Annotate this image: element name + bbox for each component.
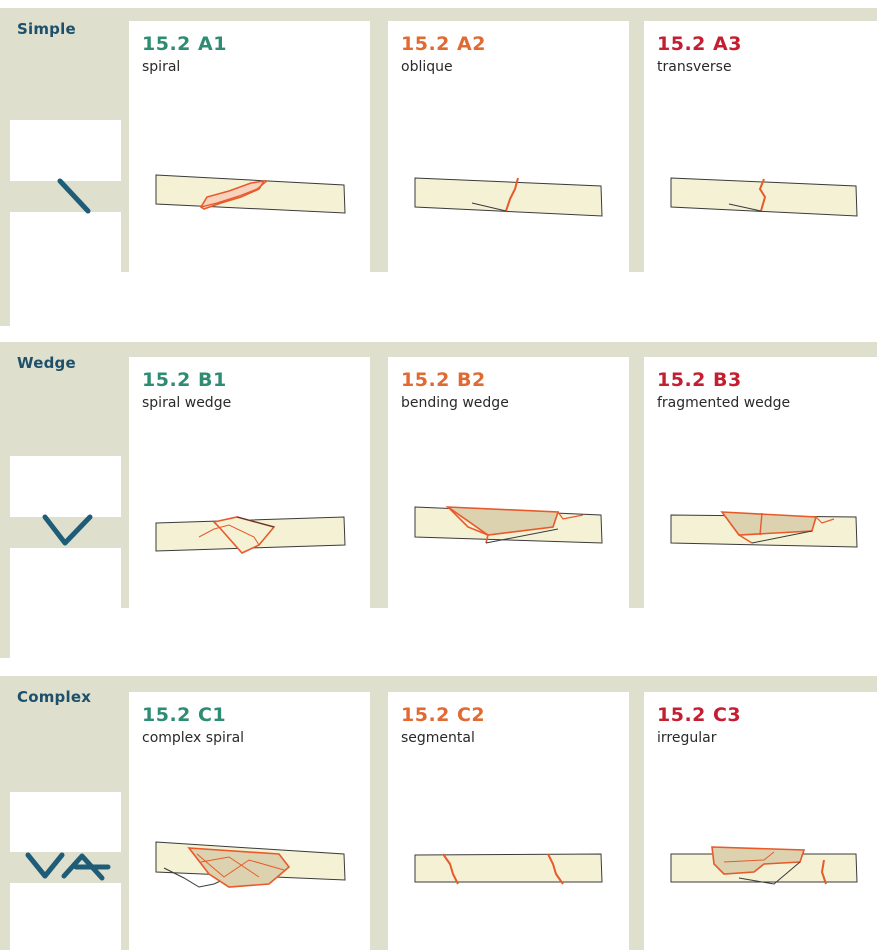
card-label: spiral wedge xyxy=(142,395,232,411)
row-complex: Complex 15.2 C1 complex spiral 15.2 C2 s… xyxy=(0,676,877,950)
card-code: 15.2 A2 xyxy=(401,33,486,55)
transverse-fracture-bone-illustration xyxy=(670,177,858,217)
card-label: spiral xyxy=(142,59,181,75)
card-code: 15.2 B3 xyxy=(657,369,742,391)
card-label: transverse xyxy=(657,59,732,75)
card-code: 15.2 C2 xyxy=(401,704,486,726)
card-label: segmental xyxy=(401,730,475,746)
v-shape-icon xyxy=(42,514,93,546)
card-code: 15.2 B2 xyxy=(401,369,486,391)
row-label: Complex xyxy=(17,688,92,706)
row-simple: Simple 15.2 A1 spiral 15.2 A2 oblique xyxy=(0,8,877,326)
card-c1: 15.2 C1 complex spiral xyxy=(129,692,370,950)
card-a3: 15.2 A3 transverse xyxy=(644,21,877,274)
spiral-fracture-bone-illustration xyxy=(155,174,346,214)
card-b2: 15.2 B2 bending wedge xyxy=(388,357,629,610)
card-b3: 15.2 B3 fragmented wedge xyxy=(644,357,877,610)
card-c3: 15.2 C3 irregular xyxy=(644,692,877,950)
oblique-fracture-bone-illustration xyxy=(414,177,603,217)
spiral-wedge-fracture-bone-illustration xyxy=(155,516,346,554)
row-label: Wedge xyxy=(17,354,76,372)
single-diagonal-line-icon xyxy=(57,178,91,214)
row-bottom-strip xyxy=(10,608,877,658)
bending-wedge-fracture-bone-illustration xyxy=(414,506,603,544)
card-code: 15.2 C1 xyxy=(142,704,227,726)
card-label: oblique xyxy=(401,59,453,75)
fragmented-wedge-fracture-bone-illustration xyxy=(670,511,858,548)
complex-zigzag-icon xyxy=(25,852,111,881)
card-label: complex spiral xyxy=(142,730,245,746)
card-c2: 15.2 C2 segmental xyxy=(388,692,629,950)
complex-spiral-fracture-bone-illustration xyxy=(155,841,346,888)
card-code: 15.2 B1 xyxy=(142,369,227,391)
row-wedge: Wedge 15.2 B1 spiral wedge 15.2 B2 bendi… xyxy=(0,342,877,658)
card-a1: 15.2 A1 spiral xyxy=(129,21,370,274)
card-label: fragmented wedge xyxy=(657,395,791,411)
irregular-fracture-bone-illustration xyxy=(670,846,858,885)
segmental-fracture-bone-illustration xyxy=(414,853,603,885)
card-b1: 15.2 B1 spiral wedge xyxy=(129,357,370,610)
card-code: 15.2 A3 xyxy=(657,33,742,55)
row-bottom-strip xyxy=(10,272,877,326)
card-code: 15.2 A1 xyxy=(142,33,227,55)
card-label: irregular xyxy=(657,730,717,746)
row-label: Simple xyxy=(17,20,76,38)
card-label: bending wedge xyxy=(401,395,509,411)
card-a2: 15.2 A2 oblique xyxy=(388,21,629,274)
card-code: 15.2 C3 xyxy=(657,704,742,726)
